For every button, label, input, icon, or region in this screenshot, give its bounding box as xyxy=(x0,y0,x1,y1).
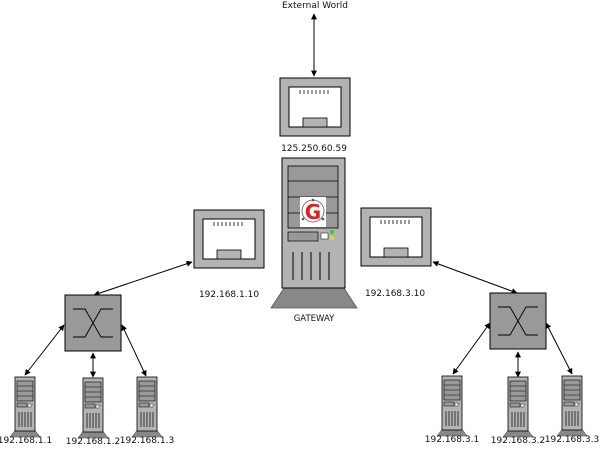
left-host-1-ip: 192.168.1.1 xyxy=(0,436,52,446)
external-nic[interactable] xyxy=(279,77,351,137)
link-right-switch-host1 xyxy=(452,322,491,375)
led-green xyxy=(330,230,334,234)
left-host-2-ip: 192.168.1.2 xyxy=(66,437,120,447)
external-world-label: External World xyxy=(282,1,348,11)
right-host-2[interactable] xyxy=(502,376,534,438)
right-switch[interactable] xyxy=(489,292,547,350)
left-host-3-ip: 192.168.1.3 xyxy=(120,436,174,446)
connections xyxy=(24,13,573,378)
right-nic-ip-label: 192.168.3.10 xyxy=(365,289,425,299)
right-host-2-ip: 192.168.3.2 xyxy=(491,436,545,446)
left-host-3[interactable] xyxy=(131,376,163,438)
link-left-nic-switch xyxy=(93,260,193,297)
link-right-switch-host3 xyxy=(545,322,573,375)
gateway-server[interactable]: G xyxy=(270,157,358,309)
right-host-3[interactable] xyxy=(556,375,588,437)
right-host-3-ip: 192.168.3.3 xyxy=(545,435,599,445)
left-host-2[interactable] xyxy=(77,377,109,439)
link-left-switch-host1 xyxy=(24,324,65,376)
link-right-nic-switch xyxy=(432,261,518,294)
link-left-switch-host3 xyxy=(121,324,147,377)
gateway-label: GATEWAY xyxy=(294,314,335,324)
right-host-1[interactable] xyxy=(436,375,468,437)
svg-text:G: G xyxy=(305,200,321,224)
gateway-ip-label: 125.250.60.59 xyxy=(281,144,347,154)
left-nic-ip-label: 192.168.1.10 xyxy=(199,290,259,300)
right-host-1-ip: 192.168.3.1 xyxy=(425,435,479,445)
led-yellow xyxy=(330,236,334,240)
left-nic[interactable] xyxy=(193,209,265,269)
left-host-1[interactable] xyxy=(9,376,41,438)
gateway-logo-icon: G xyxy=(300,197,326,227)
right-nic[interactable] xyxy=(360,207,432,267)
left-switch[interactable] xyxy=(64,294,122,352)
